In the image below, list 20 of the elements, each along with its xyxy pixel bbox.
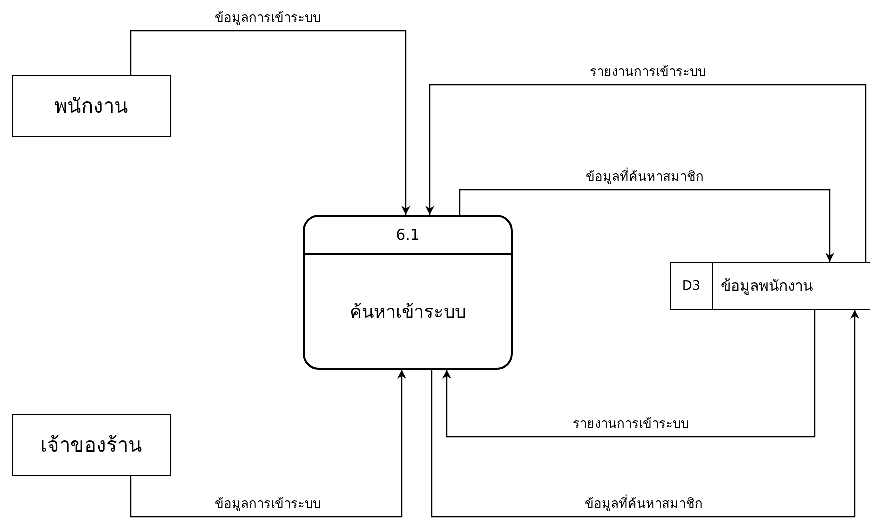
process-box	[303, 215, 513, 370]
entity-box	[12, 75, 171, 137]
arrow	[426, 84, 867, 262]
arrow	[130, 30, 410, 215]
store-name: ข้อมูลพนักงาน	[721, 276, 813, 297]
edge-label: ข้อมูลการเข้าระบบ	[213, 11, 323, 27]
arrow	[442, 310, 816, 438]
arrow	[459, 189, 834, 262]
arrow	[130, 370, 406, 518]
process-name: ค้นหาเข้าระบบ	[349, 301, 467, 325]
entity-name: เจ้าของร้าน	[40, 432, 142, 459]
store-id: D3	[671, 263, 713, 309]
edge-label: ข้อมูลที่ค้นหาสมาชิก	[584, 170, 706, 186]
entity-box	[12, 414, 171, 476]
process-number: 6.1	[305, 217, 511, 255]
edge-label: ข้อมูลการเข้าระบบ	[213, 497, 323, 513]
data-store	[670, 262, 870, 310]
entity-name: พนักงาน	[54, 93, 128, 120]
edge-label: ข้อมูลที่ค้นหาสมาชิก	[583, 497, 705, 513]
arrow	[431, 310, 860, 518]
